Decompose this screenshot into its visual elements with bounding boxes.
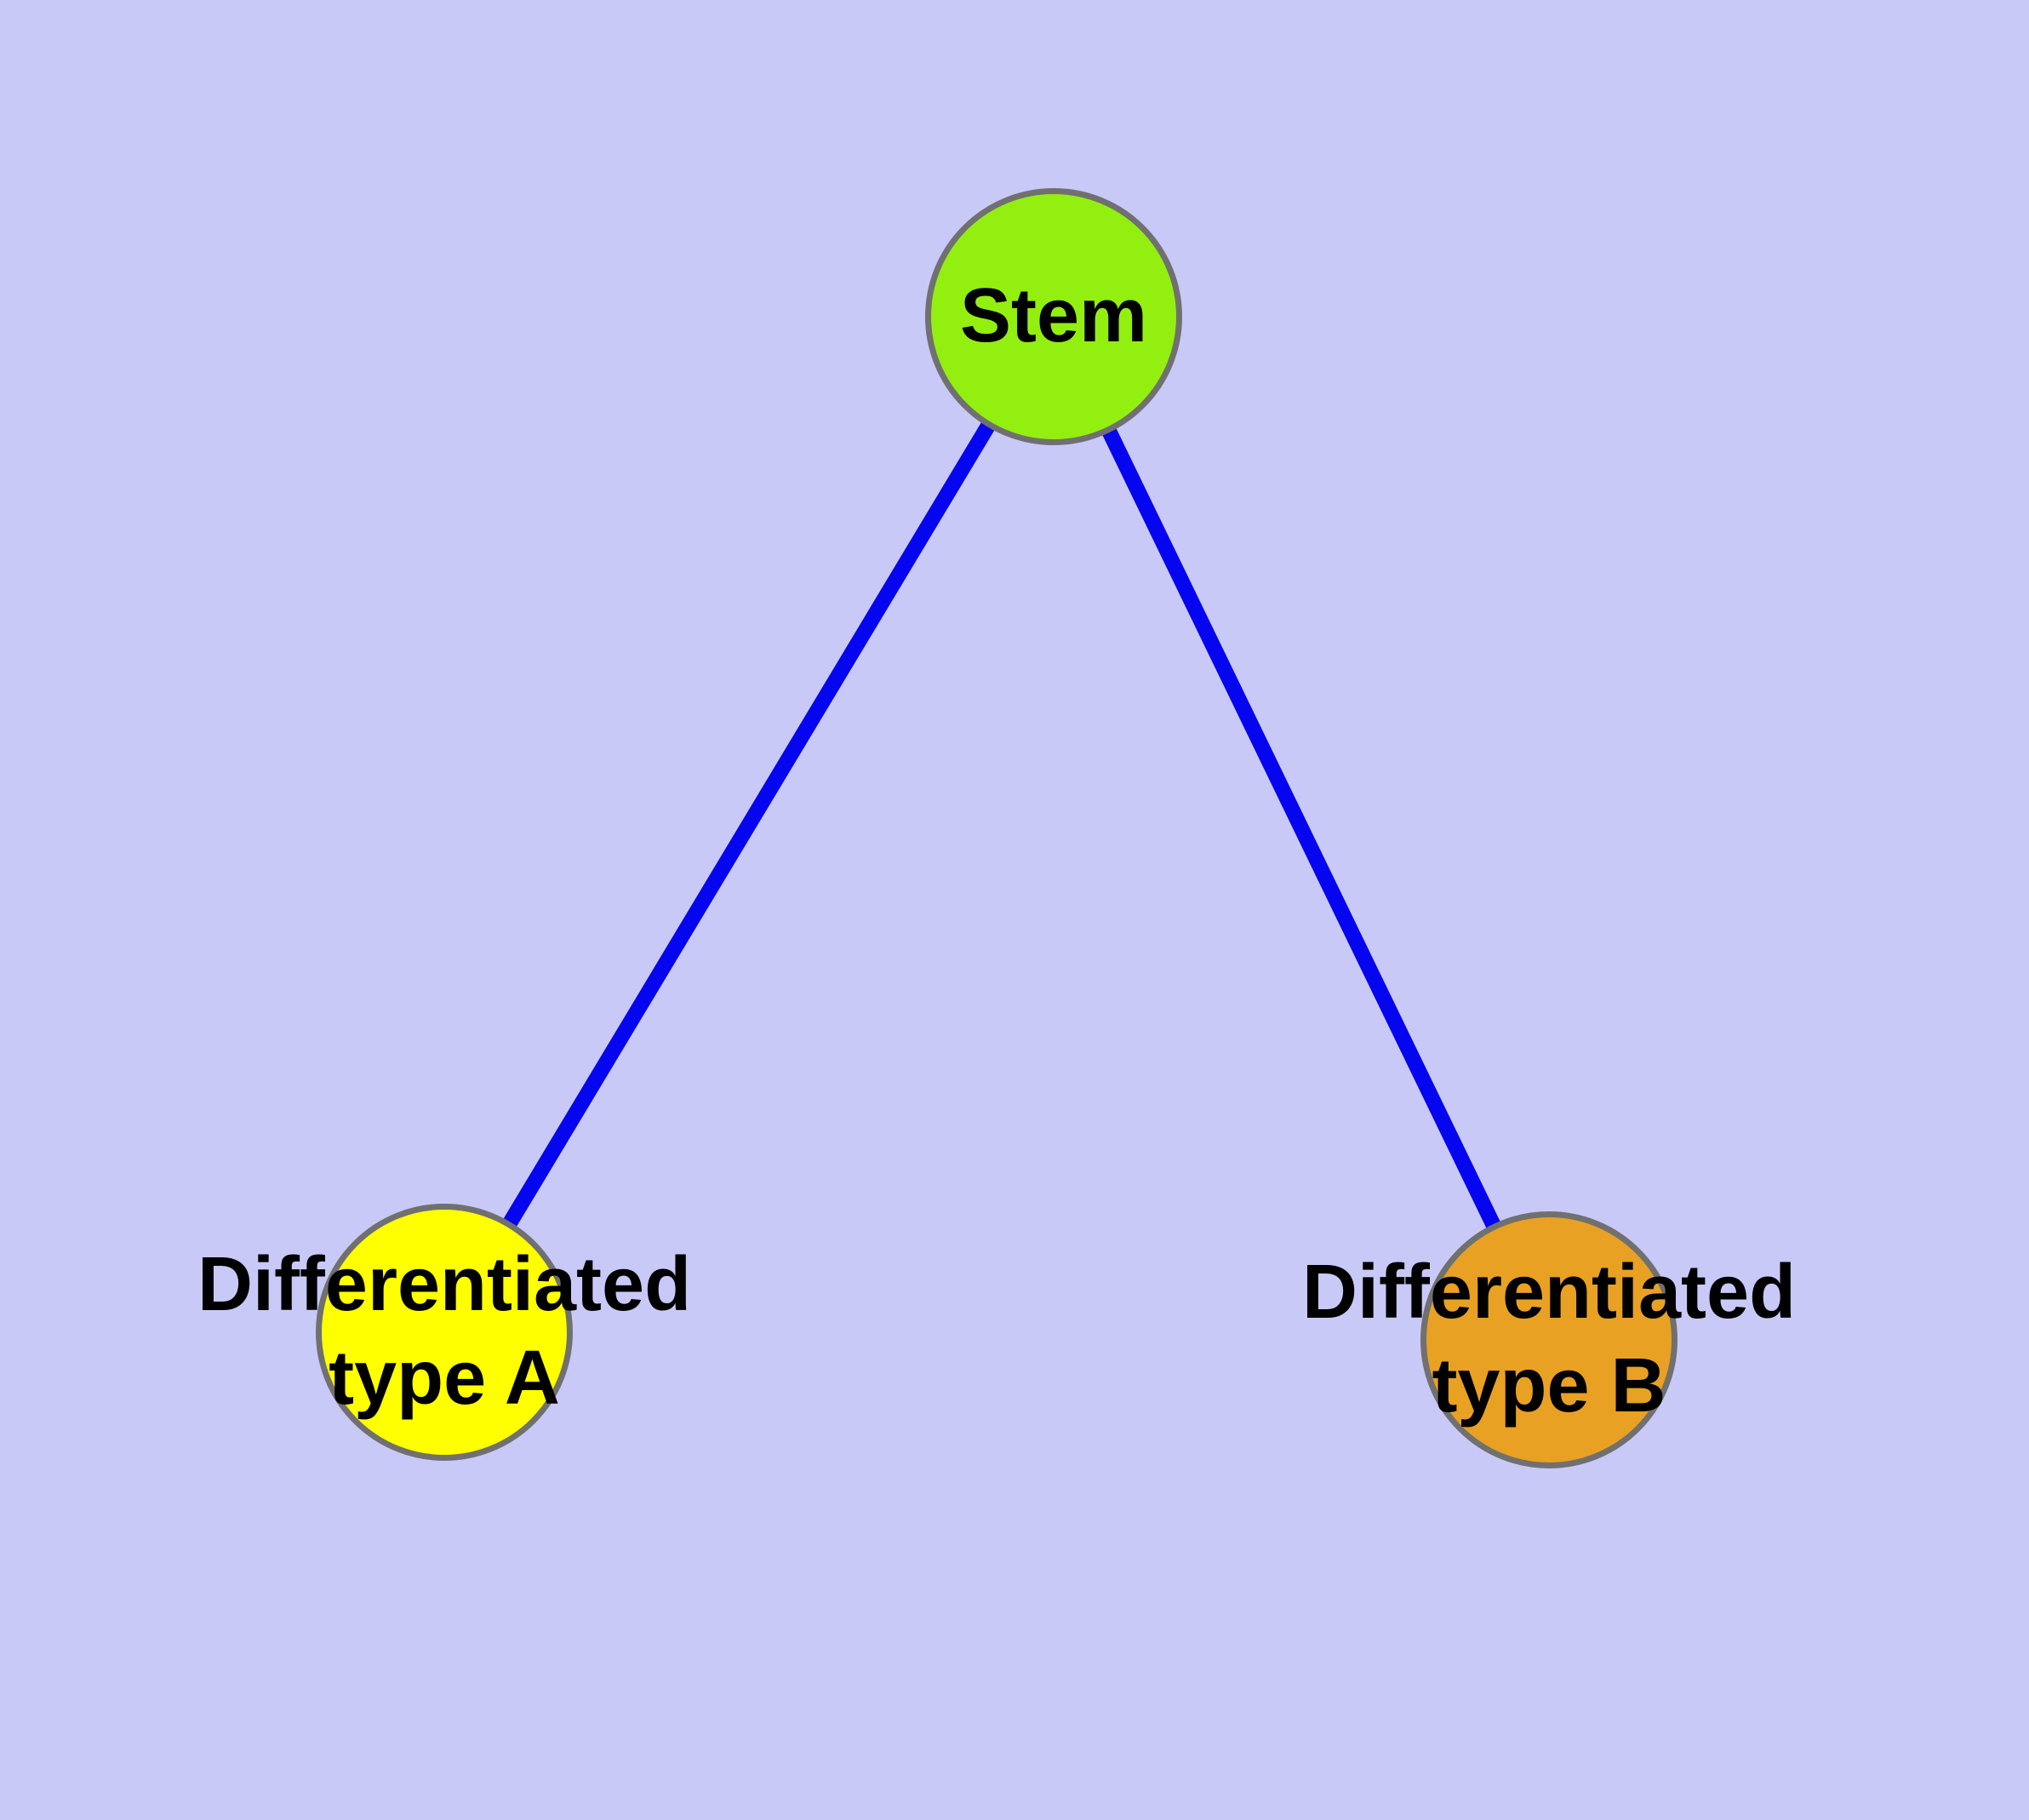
edge-stem-to-type-b: [1046, 313, 1557, 1343]
node-stem-label: Stem: [959, 273, 1148, 359]
node-differentiated-type-a-label: Differentiated type A: [197, 1242, 692, 1421]
node-differentiated-type-b: Differentiated type B: [1302, 1211, 1796, 1468]
edge-stem-to-type-a: [437, 312, 1060, 1336]
node-stem: Stem: [925, 188, 1182, 445]
node-differentiated-type-a: Differentiated type A: [197, 1204, 691, 1461]
node-differentiated-type-b-label: Differentiated type B: [1301, 1250, 1797, 1428]
